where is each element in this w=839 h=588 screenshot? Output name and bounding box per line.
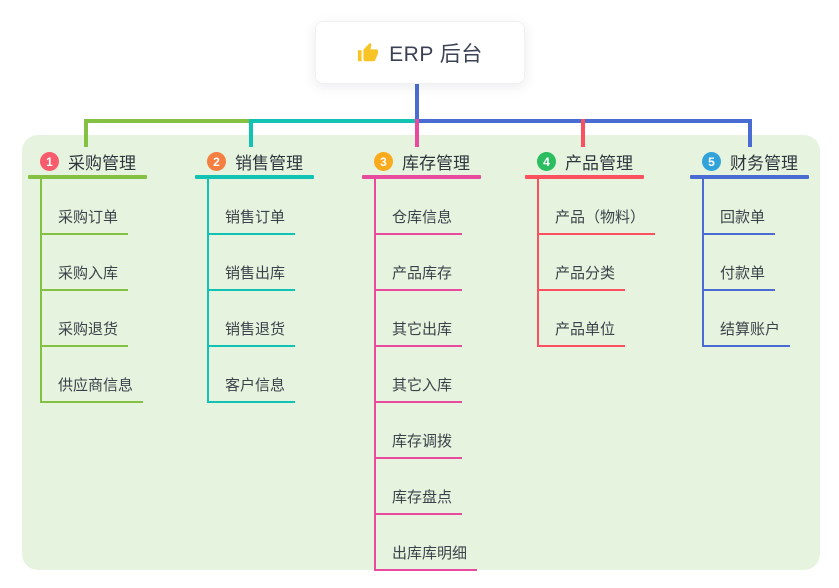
branch-item-label: 采购退货 (58, 321, 119, 338)
branch-items: 采购订单 采购入库 采购退货 供应商信息 (40, 179, 147, 403)
root-node[interactable]: ERP 后台 (315, 21, 525, 84)
branch-item-label: 出库库明细 (392, 545, 468, 562)
branch-item[interactable]: 产品（物料） (537, 179, 656, 235)
branch-item[interactable]: 销售出库 (207, 235, 296, 291)
branch-header[interactable]: 2 销售管理 (195, 148, 314, 175)
branch-item[interactable]: 产品分类 (537, 235, 626, 291)
branch-label: 销售管理 (235, 154, 303, 173)
branch: 5 财务管理 回款单 付款单 结算账户 (690, 148, 809, 347)
branch-underline (690, 175, 809, 179)
branch: 2 销售管理 销售订单 销售出库 销售退货 客户信息 (195, 148, 314, 403)
branch-items: 销售订单 销售出库 销售退货 客户信息 (207, 179, 314, 403)
branch-item-label: 其它入库 (392, 377, 453, 394)
branches-panel: 1 采购管理 采购订单 采购入库 采购退货 供应商信息 2 销售管理 销售订单 … (22, 135, 820, 571)
branch-number-badge: 5 (702, 152, 721, 171)
branch-item[interactable]: 其它入库 (374, 347, 463, 403)
branch-item[interactable]: 采购入库 (40, 235, 129, 291)
branch-item[interactable]: 结算账户 (702, 291, 791, 347)
branch-header[interactable]: 1 采购管理 (28, 148, 147, 175)
branch-item[interactable]: 其它出库 (374, 291, 463, 347)
branch-label: 库存管理 (402, 154, 470, 173)
thumbs-up-icon (357, 42, 379, 64)
branch: 3 库存管理 仓库信息 产品库存 其它出库 其它入库 库存调拨 库存盘点 出库库… (362, 148, 481, 571)
branch-item[interactable]: 采购订单 (40, 179, 129, 235)
branch-item-label: 库存调拨 (392, 433, 453, 450)
branch-item-label: 供应商信息 (58, 377, 134, 394)
branch-item[interactable]: 产品单位 (537, 291, 626, 347)
branch-item-label: 客户信息 (225, 377, 286, 394)
branch-item[interactable]: 出库库明细 (374, 515, 478, 571)
branch-item-label: 产品（物料） (555, 209, 646, 226)
branch-item-label: 产品库存 (392, 265, 453, 282)
branch-number-badge: 1 (40, 152, 59, 171)
branch-header[interactable]: 3 库存管理 (362, 148, 481, 175)
branch-item-label: 产品分类 (555, 265, 616, 282)
branch-underline (362, 175, 481, 179)
branch-item-label: 库存盘点 (392, 489, 453, 506)
branch: 4 产品管理 产品（物料） 产品分类 产品单位 (525, 148, 656, 347)
branch-item-label: 回款单 (720, 209, 766, 226)
branch-item[interactable]: 供应商信息 (40, 347, 144, 403)
branch-item-label: 结算账户 (720, 321, 781, 338)
branch-item[interactable]: 销售退货 (207, 291, 296, 347)
branch-item-label: 仓库信息 (392, 209, 453, 226)
branch-item-label: 采购入库 (58, 265, 119, 282)
branch-item-label: 采购订单 (58, 209, 119, 226)
branch-underline (525, 175, 644, 179)
branch-item[interactable]: 仓库信息 (374, 179, 463, 235)
branch-item[interactable]: 库存调拨 (374, 403, 463, 459)
branch: 1 采购管理 采购订单 采购入库 采购退货 供应商信息 (28, 148, 147, 403)
branch-number-badge: 2 (207, 152, 226, 171)
branch-item[interactable]: 回款单 (702, 179, 776, 235)
branch-header[interactable]: 5 财务管理 (690, 148, 809, 175)
branch-item[interactable]: 采购退货 (40, 291, 129, 347)
branch-items: 回款单 付款单 结算账户 (702, 179, 809, 347)
branch-underline (195, 175, 314, 179)
thumbs-up-path (358, 42, 379, 61)
branch-underline (28, 175, 147, 179)
branch-item[interactable]: 库存盘点 (374, 459, 463, 515)
branch-item-label: 其它出库 (392, 321, 453, 338)
branch-items: 仓库信息 产品库存 其它出库 其它入库 库存调拨 库存盘点 出库库明细 (374, 179, 481, 571)
branch-items: 产品（物料） 产品分类 产品单位 (537, 179, 656, 347)
branch-item[interactable]: 客户信息 (207, 347, 296, 403)
root-title: ERP 后台 (389, 42, 483, 66)
branch-header[interactable]: 4 产品管理 (525, 148, 655, 175)
branch-number-badge: 3 (374, 152, 393, 171)
branch-item-label: 销售订单 (225, 209, 286, 226)
branch-label: 采购管理 (68, 154, 136, 173)
branch-item[interactable]: 产品库存 (374, 235, 463, 291)
branch-item-label: 产品单位 (555, 321, 616, 338)
branch-item[interactable]: 销售订单 (207, 179, 296, 235)
branch-number-badge: 4 (537, 152, 556, 171)
branch-item-label: 付款单 (720, 265, 766, 282)
branch-item-label: 销售出库 (225, 265, 286, 282)
branch-item[interactable]: 付款单 (702, 235, 776, 291)
branch-label: 财务管理 (730, 154, 798, 173)
branch-label: 产品管理 (565, 154, 633, 173)
branch-item-label: 销售退货 (225, 321, 286, 338)
